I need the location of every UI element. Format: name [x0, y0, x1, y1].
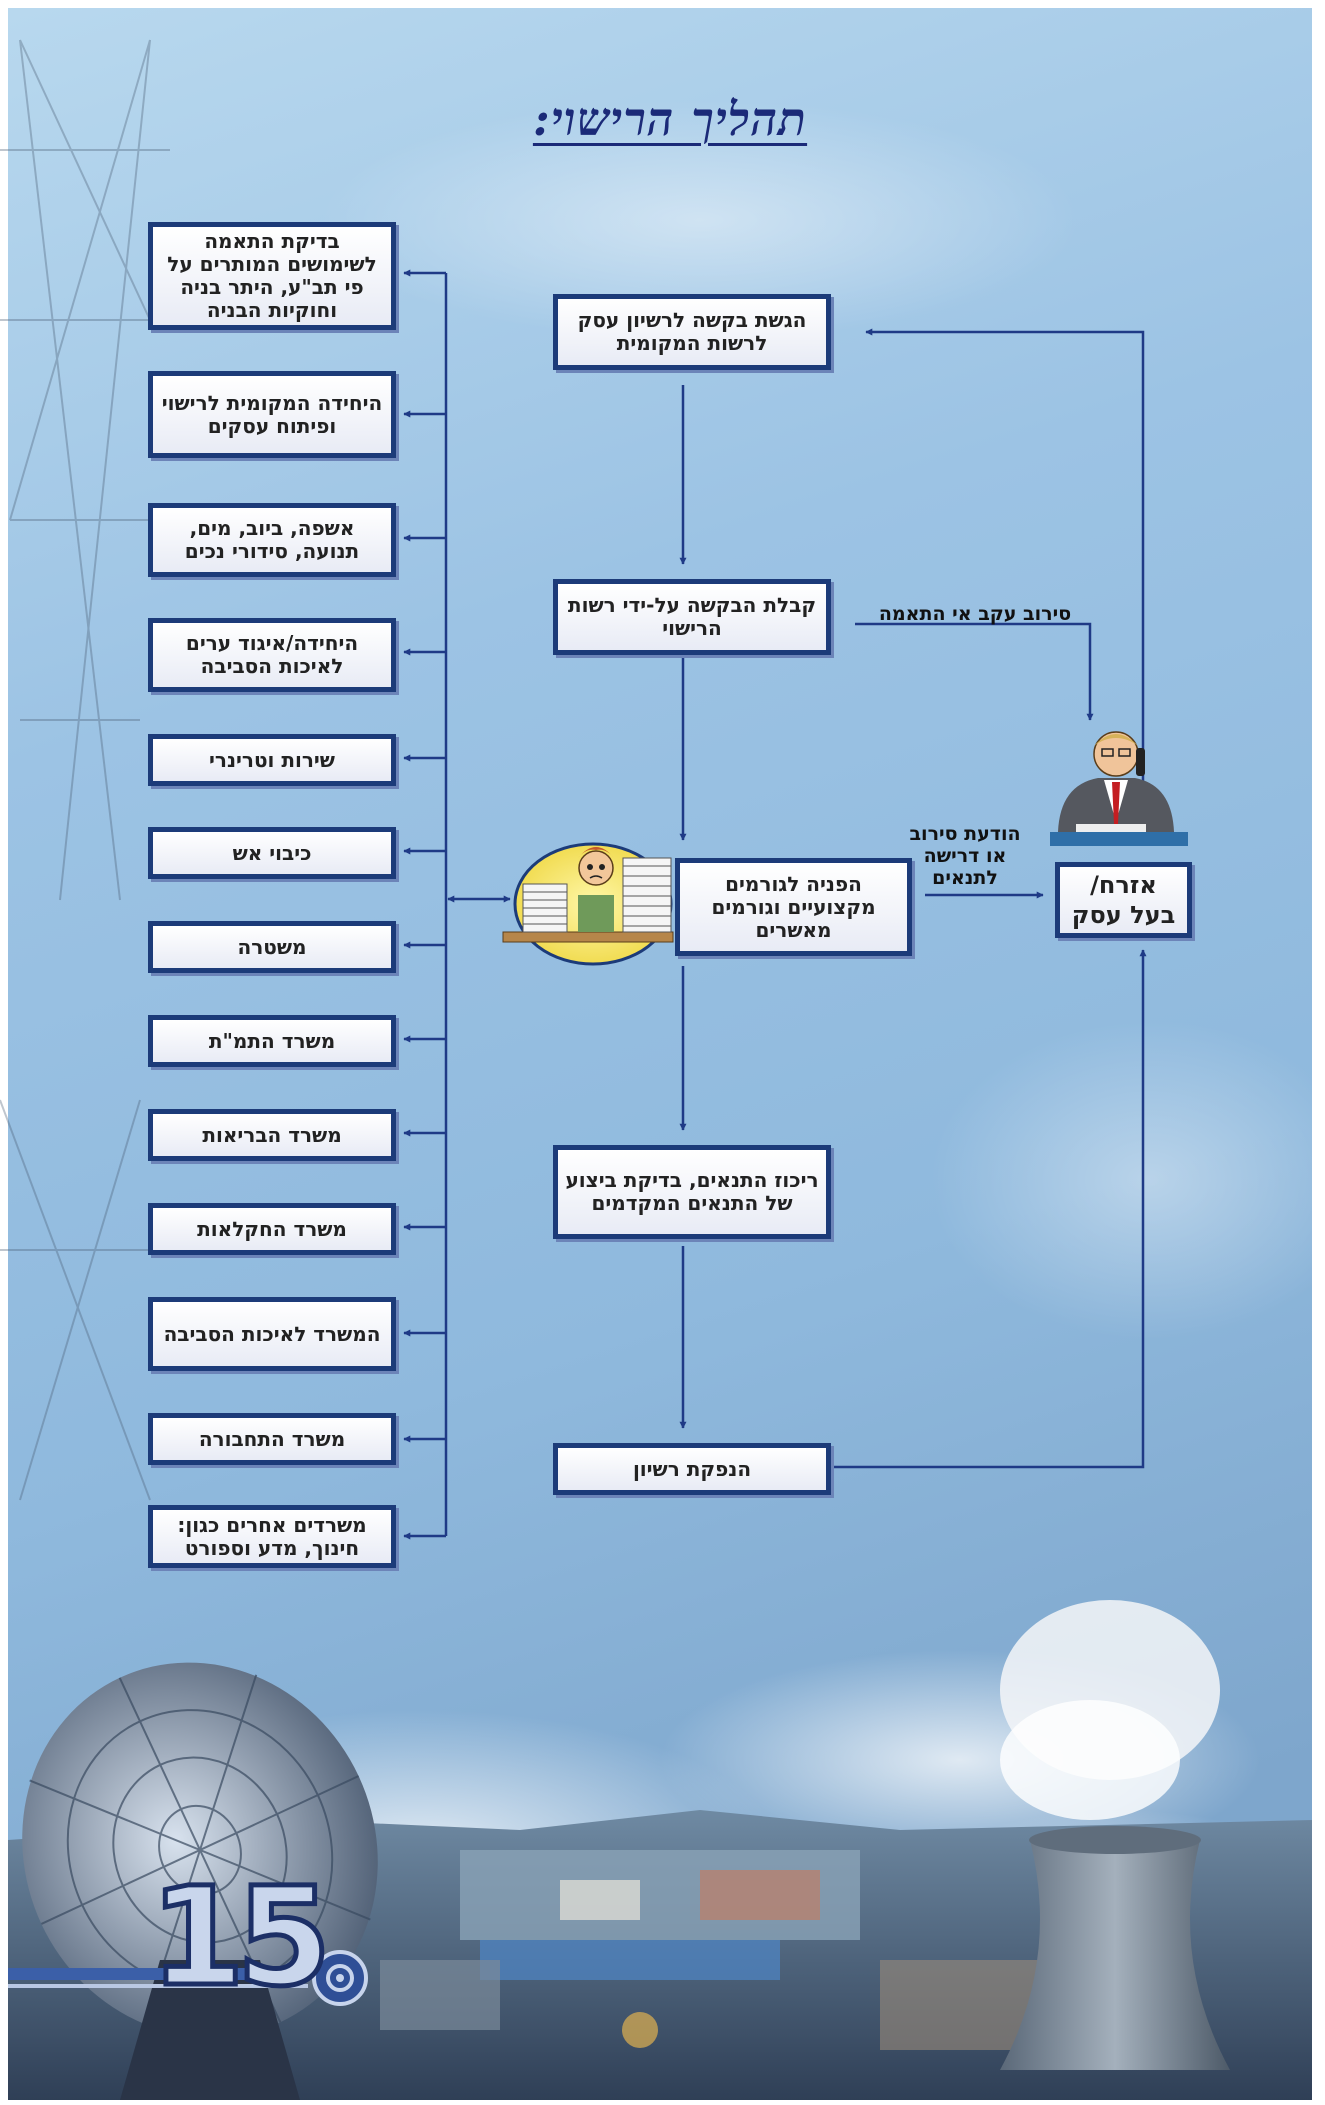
refusal-notice-label: הודעת סירוב או דרישה לתנאים: [909, 823, 1021, 889]
page-number: 15: [147, 1859, 333, 2017]
agency-box: משרד התחבורה: [148, 1413, 396, 1465]
cooling-tower-icon: [1000, 1600, 1230, 2070]
agency-box: משטרה: [148, 921, 396, 973]
agency-box: אשפה, ביוב, מים, תנועה, סידורי נכים: [148, 503, 396, 577]
agency-box: כיבוי אש: [148, 827, 396, 879]
refusal-mismatch-label: סירוב עקב אי התאמה: [878, 603, 1072, 625]
agency-box: שירות וטרינרי: [148, 734, 396, 786]
applicant-box: אזרח/ בעל עסק: [1055, 862, 1192, 938]
agency-box: בדיקת התאמה לשימושים המותרים על פי תב"ע,…: [148, 222, 396, 330]
referral-box: הפניה לגורמים מקצועיים וגורמים מאשרים: [675, 858, 912, 956]
agency-box: משרד החקלאות: [148, 1203, 396, 1255]
agency-box: היחידה המקומית לרישוי ופיתוח עסקים: [148, 371, 396, 458]
issue-license-box: הנפקת רשיון: [553, 1443, 831, 1495]
satellite-dish-icon: [22, 1662, 378, 2100]
submit-request-box: הגשת בקשה לרשיון עסק לרשות המקומית: [553, 294, 831, 370]
agency-box: משרד התמ"ת: [148, 1015, 396, 1067]
power-pylon-icon: [0, 39, 170, 1501]
clerk-with-papers-icon: [502, 842, 674, 966]
agency-box: היחידה/איגוד ערים לאיכות הסביבה: [148, 618, 396, 692]
agency-box: משרדים אחרים כגון: חינוך, מדע וספורט: [148, 1505, 396, 1568]
page-title: תהליך הרישוי:: [532, 92, 808, 146]
receive-request-box: קבלת הבקשה על-ידי רשות הרישוי: [553, 579, 831, 655]
conditions-box: ריכוז התנאים, בדיקת ביצוע של התנאים המקד…: [553, 1145, 831, 1239]
agency-box: המשרד לאיכות הסביבה: [148, 1297, 396, 1371]
agency-box: משרד הבריאות: [148, 1109, 396, 1161]
gear-icon: [312, 1950, 368, 2006]
businessman-on-phone-icon: [1050, 731, 1188, 846]
